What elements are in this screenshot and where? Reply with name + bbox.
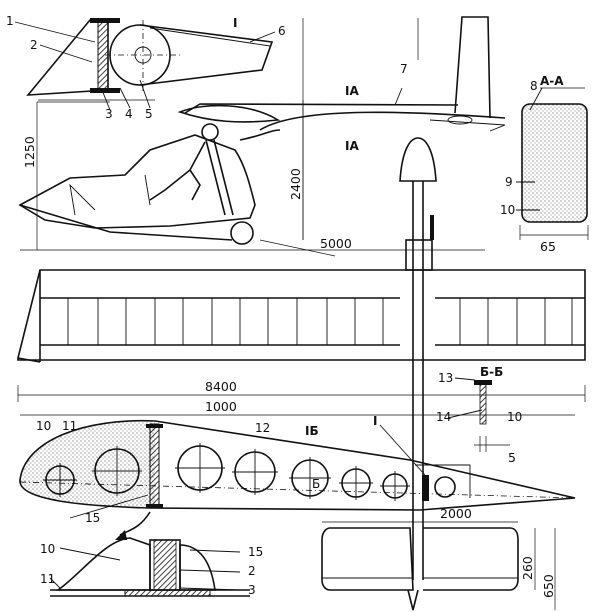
- ia-lower-label: IА: [345, 139, 359, 153]
- side-view: [18, 16, 506, 257]
- b-rib-label: Б: [312, 477, 320, 491]
- dim-260: 260: [520, 556, 535, 580]
- section-BB: [474, 380, 510, 452]
- ia-upper-label: IА: [345, 84, 359, 98]
- mast: [399, 137, 437, 580]
- part-13: 13: [438, 371, 453, 385]
- wing-profile: [19, 414, 576, 511]
- dim-650: 650: [541, 574, 556, 598]
- part-8: 8: [530, 79, 538, 93]
- part-11: 11: [62, 419, 77, 433]
- part-2: 2: [30, 38, 38, 52]
- view-I-label: I: [233, 16, 237, 30]
- part-2b: 2: [248, 564, 256, 578]
- section-AA: [519, 87, 589, 240]
- dim-8400: 8400: [205, 379, 237, 394]
- part-10d: 10: [40, 542, 55, 556]
- dim-2000: 2000: [440, 506, 472, 521]
- part-3b: 3: [248, 583, 256, 597]
- wing-plan: [17, 269, 586, 402]
- ib-label: IБ: [305, 424, 319, 438]
- dim-1000: 1000: [205, 399, 237, 414]
- part-4: 4: [125, 107, 133, 121]
- part-10: 10: [500, 203, 515, 217]
- dim-65: 65: [540, 239, 556, 254]
- part-10c: 10: [507, 410, 522, 424]
- part-15b: 15: [248, 545, 263, 559]
- detail-I: [26, 18, 274, 101]
- spar-detail: [50, 537, 250, 597]
- stabilizer-view: [321, 521, 556, 611]
- dim-5: 5: [508, 450, 516, 465]
- part-10b: 10: [36, 419, 51, 433]
- leader-lines: [14, 21, 543, 591]
- part-9: 9: [505, 175, 513, 189]
- part-15: 15: [85, 511, 100, 525]
- part-7: 7: [400, 62, 408, 76]
- part-3: 3: [105, 107, 113, 121]
- dim-1250: 1250: [22, 136, 37, 168]
- dim-2400: 2400: [288, 168, 303, 200]
- part-5: 5: [145, 107, 153, 121]
- section-bb-label: Б-Б: [480, 365, 503, 379]
- section-aa-label: А-А: [540, 74, 564, 88]
- part-12: 12: [255, 421, 270, 435]
- part-11b: 11: [40, 572, 55, 586]
- dim-5000: 5000: [320, 236, 352, 251]
- part-1: 1: [6, 14, 14, 28]
- part-14: 14: [436, 410, 451, 424]
- part-6: 6: [278, 24, 286, 38]
- i-callout-label: I: [373, 414, 377, 428]
